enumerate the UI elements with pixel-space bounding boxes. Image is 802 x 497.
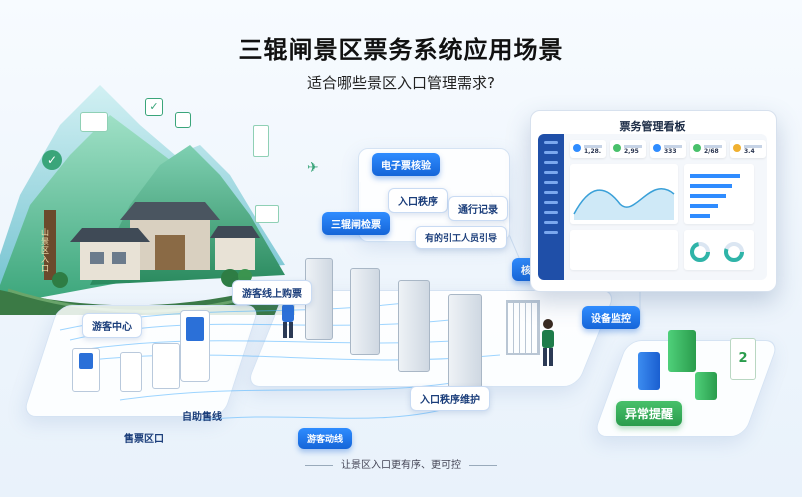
footer-text: 让景区入口更有序、更可控 bbox=[341, 460, 461, 471]
pass-record-label: 通行记录 bbox=[448, 196, 508, 221]
ticket-office-label: 售票区口 bbox=[124, 434, 164, 445]
table-card bbox=[570, 230, 678, 270]
tower-icon bbox=[253, 125, 269, 157]
staff-figure bbox=[542, 319, 554, 366]
area-chart bbox=[573, 188, 675, 220]
ticket-machine-2 bbox=[152, 343, 180, 389]
kpi-value: 3.4 bbox=[744, 148, 755, 155]
dashboard-sidebar bbox=[538, 134, 564, 280]
plane-icon: ✈ bbox=[307, 160, 319, 176]
check-icon: ✓ bbox=[145, 98, 163, 116]
line-chart-card bbox=[570, 164, 678, 224]
visitor-center-label: 游客中心 bbox=[82, 313, 142, 338]
kpi-card: 2,95 bbox=[610, 140, 646, 158]
floating-card-icon bbox=[80, 112, 108, 132]
self-service-label: 自助售线 bbox=[182, 412, 222, 423]
turnstile-2 bbox=[350, 268, 380, 355]
entry-order-maint-label: 入口秩序维护 bbox=[410, 386, 490, 411]
kpi-value: 333 bbox=[664, 148, 677, 155]
scenic-gate-building bbox=[44, 202, 260, 288]
device-box-green-2 bbox=[695, 372, 717, 400]
e-ticket-verify-label: 电子票核验 bbox=[372, 153, 440, 176]
kpi-value: 2,95 bbox=[624, 148, 639, 155]
kpi-value: 1,28. bbox=[584, 148, 602, 155]
tourist-flow-label: 游客动线 bbox=[298, 428, 353, 449]
turnstile-3 bbox=[398, 280, 430, 372]
bar-list-card bbox=[684, 164, 754, 224]
device-box-green bbox=[668, 330, 696, 372]
footer: 让景区入口更有序、更可控 bbox=[0, 456, 802, 471]
device-box-white: 2 bbox=[730, 338, 756, 380]
abnormal-alert-label: 异常提醒 bbox=[616, 401, 683, 426]
kiosk-device bbox=[72, 348, 100, 392]
kpi-card: 3.4 bbox=[730, 140, 766, 158]
kpi-card: 2/68 bbox=[690, 140, 726, 158]
page-subtitle: 适合哪些景区入口管理需求? bbox=[307, 74, 495, 92]
pin-icon bbox=[175, 112, 191, 128]
turnstile-4 bbox=[448, 294, 482, 388]
kpi-value: 2/68 bbox=[704, 148, 719, 155]
entry-order-label: 入口秩序 bbox=[388, 188, 448, 213]
staff-guide-label: 有的引工人员引导 bbox=[415, 226, 508, 249]
donut-card bbox=[684, 230, 754, 270]
self-service-kiosk bbox=[180, 310, 210, 382]
kpi-card: 333 bbox=[650, 140, 686, 158]
ticket-dashboard: 票务管理看板 1,28. 2,95 333 2/68 3.4 bbox=[530, 110, 777, 292]
page-title: 三辊闸景区票务系统应用场景 bbox=[238, 36, 564, 64]
scenic-gate-sign: 山景区入口 bbox=[41, 228, 49, 273]
ticket-machine bbox=[120, 352, 142, 392]
kpi-card: 1,28. bbox=[570, 140, 606, 158]
online-ticket-label: 游客线上购票 bbox=[232, 280, 312, 305]
dashboard-title: 票务管理看板 bbox=[619, 120, 686, 133]
tripod-check-label: 三辊闸检票 bbox=[322, 212, 390, 235]
device-monitor-label: 设备监控 bbox=[582, 306, 640, 329]
leaf-icon: ✓ bbox=[42, 150, 62, 170]
device-box-blue bbox=[638, 352, 660, 390]
railing-gate bbox=[506, 300, 540, 355]
sign-icon bbox=[255, 205, 279, 223]
